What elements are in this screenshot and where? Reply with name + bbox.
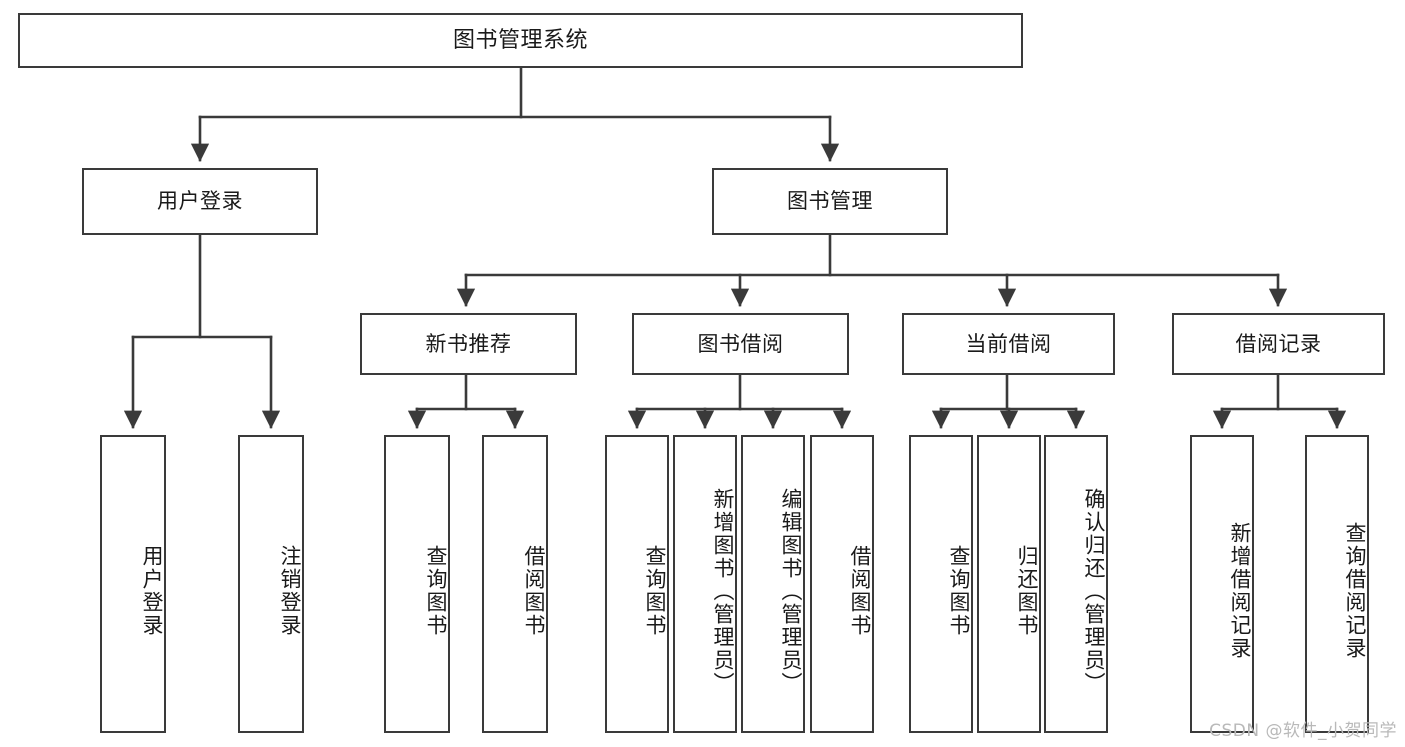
node-leaf-confirm-return[interactable]: 确认归还（管理员） bbox=[1044, 435, 1108, 733]
node-leaf-borrow-book[interactable]: 借阅图书 bbox=[810, 435, 874, 733]
node-leaf-user-login[interactable]: 用户登录 bbox=[100, 435, 166, 733]
node-label: 借阅图书 bbox=[522, 545, 546, 637]
node-label: 查询图书 bbox=[643, 545, 667, 637]
node-leaf-query-book-current[interactable]: 查询图书 bbox=[909, 435, 973, 733]
node-label: 查询借阅记录 bbox=[1343, 522, 1367, 660]
node-label: 图书管理系统 bbox=[452, 27, 588, 53]
node-current-borrow[interactable]: 当前借阅 bbox=[902, 313, 1115, 375]
node-book-management[interactable]: 图书管理 bbox=[712, 168, 948, 235]
node-leaf-add-borrow-record[interactable]: 新增借阅记录 bbox=[1190, 435, 1254, 733]
node-leaf-query-book-borrow[interactable]: 查询图书 bbox=[605, 435, 669, 733]
node-new-book-recommend[interactable]: 新书推荐 bbox=[360, 313, 577, 375]
node-leaf-query-book-recommend[interactable]: 查询图书 bbox=[384, 435, 450, 733]
node-label: 用户登录 bbox=[140, 545, 164, 637]
node-label: 用户登录 bbox=[157, 189, 243, 214]
node-borrow-record[interactable]: 借阅记录 bbox=[1172, 313, 1385, 375]
node-label: 借阅记录 bbox=[1235, 331, 1322, 356]
node-user-login[interactable]: 用户登录 bbox=[82, 168, 318, 235]
node-label: 图书管理 bbox=[787, 189, 873, 214]
node-label: 借阅图书 bbox=[848, 545, 872, 637]
node-label: 图书借阅 bbox=[697, 331, 784, 356]
node-label: 编辑图书（管理员） bbox=[779, 487, 803, 695]
node-label: 当前借阅 bbox=[965, 331, 1052, 356]
node-leaf-borrow-book-recommend[interactable]: 借阅图书 bbox=[482, 435, 548, 733]
node-book-borrow[interactable]: 图书借阅 bbox=[632, 313, 849, 375]
node-leaf-logout[interactable]: 注销登录 bbox=[238, 435, 304, 733]
node-label: 归还图书 bbox=[1015, 545, 1039, 637]
node-label: 新增图书（管理员） bbox=[711, 487, 735, 695]
node-leaf-add-book[interactable]: 新增图书（管理员） bbox=[673, 435, 737, 733]
node-label: 新增借阅记录 bbox=[1228, 522, 1252, 660]
node-label: 确认归还（管理员） bbox=[1082, 487, 1106, 695]
node-label: 查询图书 bbox=[424, 545, 448, 637]
node-label: 注销登录 bbox=[278, 545, 302, 637]
node-root-book-management-system[interactable]: 图书管理系统 bbox=[18, 13, 1023, 68]
node-label: 查询图书 bbox=[947, 545, 971, 637]
node-leaf-edit-book[interactable]: 编辑图书（管理员） bbox=[741, 435, 805, 733]
watermark-text: CSDN @软件_小贺同学 bbox=[1209, 721, 1397, 741]
node-label: 新书推荐 bbox=[425, 331, 512, 356]
node-leaf-query-borrow-record[interactable]: 查询借阅记录 bbox=[1305, 435, 1369, 733]
node-leaf-return-book[interactable]: 归还图书 bbox=[977, 435, 1041, 733]
